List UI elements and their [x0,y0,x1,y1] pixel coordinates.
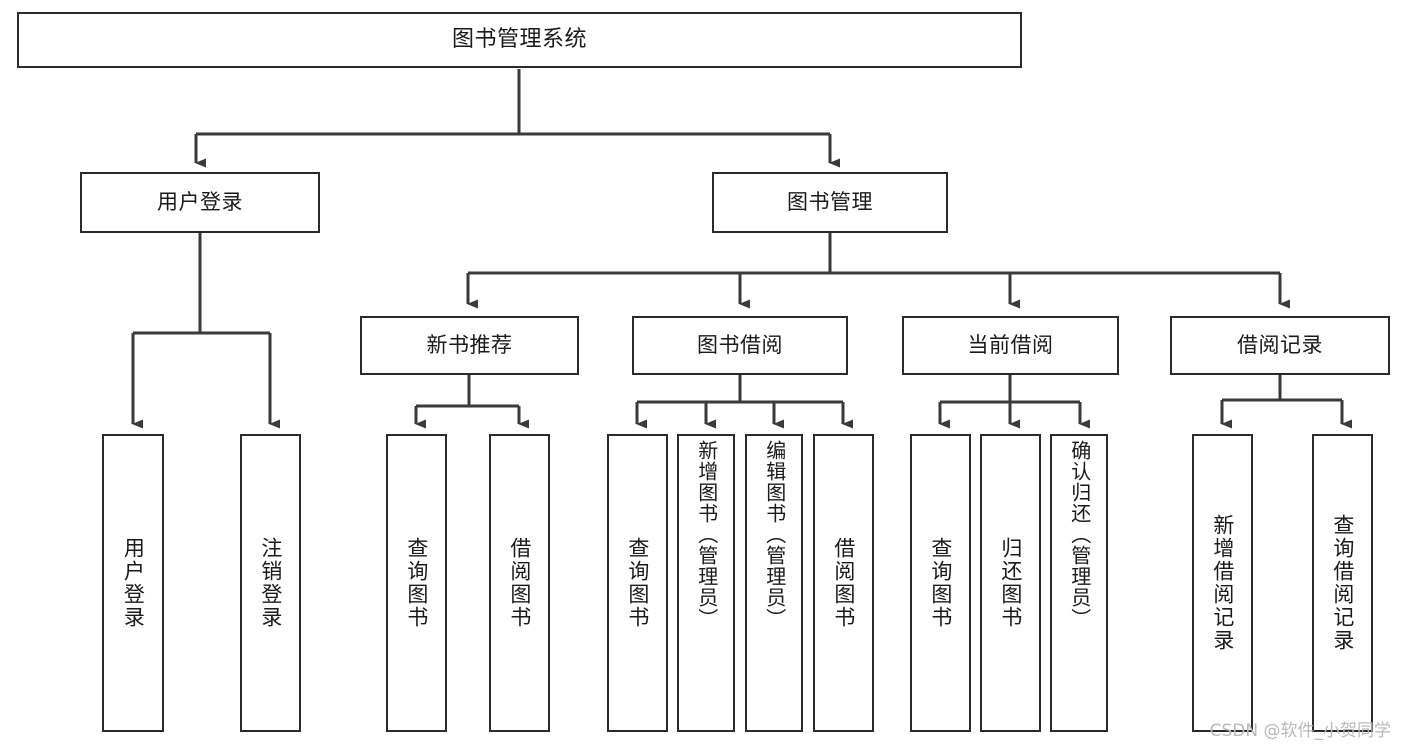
leaf-query-book-3[interactable]: 查询图书 [910,434,971,732]
node-label: 注销登录 [258,537,283,629]
leaf-return-book[interactable]: 归还图书 [980,434,1041,732]
node-label: 归还图书 [998,537,1023,629]
leaf-query-record[interactable]: 查询借阅记录 [1312,434,1373,732]
leaf-add-book[interactable]: 新增图书（管理员） [677,434,735,732]
leaf-add-record[interactable]: 新增借阅记录 [1192,434,1253,732]
node-label: 借阅图书 [507,537,532,629]
node-root-system[interactable]: 图书管理系统 [17,12,1022,68]
node-label: 借阅记录 [1237,333,1323,358]
node-label: 图书借阅 [697,333,783,358]
watermark-text: CSDN @软件_小贺同学 [1209,721,1391,741]
node-label: 编辑图书（管理员） [762,440,787,629]
node-label: 用户登录 [157,190,243,215]
node-label: 用户登录 [121,537,146,629]
node-label: 查询借阅记录 [1330,514,1355,652]
leaf-query-book-1[interactable]: 查询图书 [386,434,447,732]
node-label: 新增借阅记录 [1210,514,1235,652]
leaf-query-book-2[interactable]: 查询图书 [607,434,668,732]
leaf-edit-book[interactable]: 编辑图书（管理员） [745,434,803,732]
node-label: 查询图书 [928,537,953,629]
node-label: 新增图书（管理员） [694,440,719,629]
node-book-borrow[interactable]: 图书借阅 [632,316,848,375]
node-book-manage[interactable]: 图书管理 [712,172,948,233]
node-label: 新书推荐 [426,333,513,358]
leaf-user-login[interactable]: 用户登录 [102,434,164,732]
node-label: 当前借阅 [967,333,1054,358]
node-label: 图书管理系统 [451,27,587,53]
node-new-book-recommend[interactable]: 新书推荐 [360,316,579,375]
node-borrow-record[interactable]: 借阅记录 [1170,316,1390,375]
node-label: 确认归还（管理员） [1067,440,1092,629]
leaf-borrow-book-1[interactable]: 借阅图书 [489,434,550,732]
node-label: 图书管理 [787,190,873,215]
node-label: 查询图书 [625,537,650,629]
leaf-confirm-return[interactable]: 确认归还（管理员） [1050,434,1108,732]
node-user-login[interactable]: 用户登录 [80,172,320,233]
leaf-borrow-book-2[interactable]: 借阅图书 [813,434,874,732]
node-label: 借阅图书 [831,537,856,629]
leaf-logout-login[interactable]: 注销登录 [240,434,301,732]
node-label: 查询图书 [404,537,429,629]
node-current-borrow[interactable]: 当前借阅 [902,316,1119,375]
